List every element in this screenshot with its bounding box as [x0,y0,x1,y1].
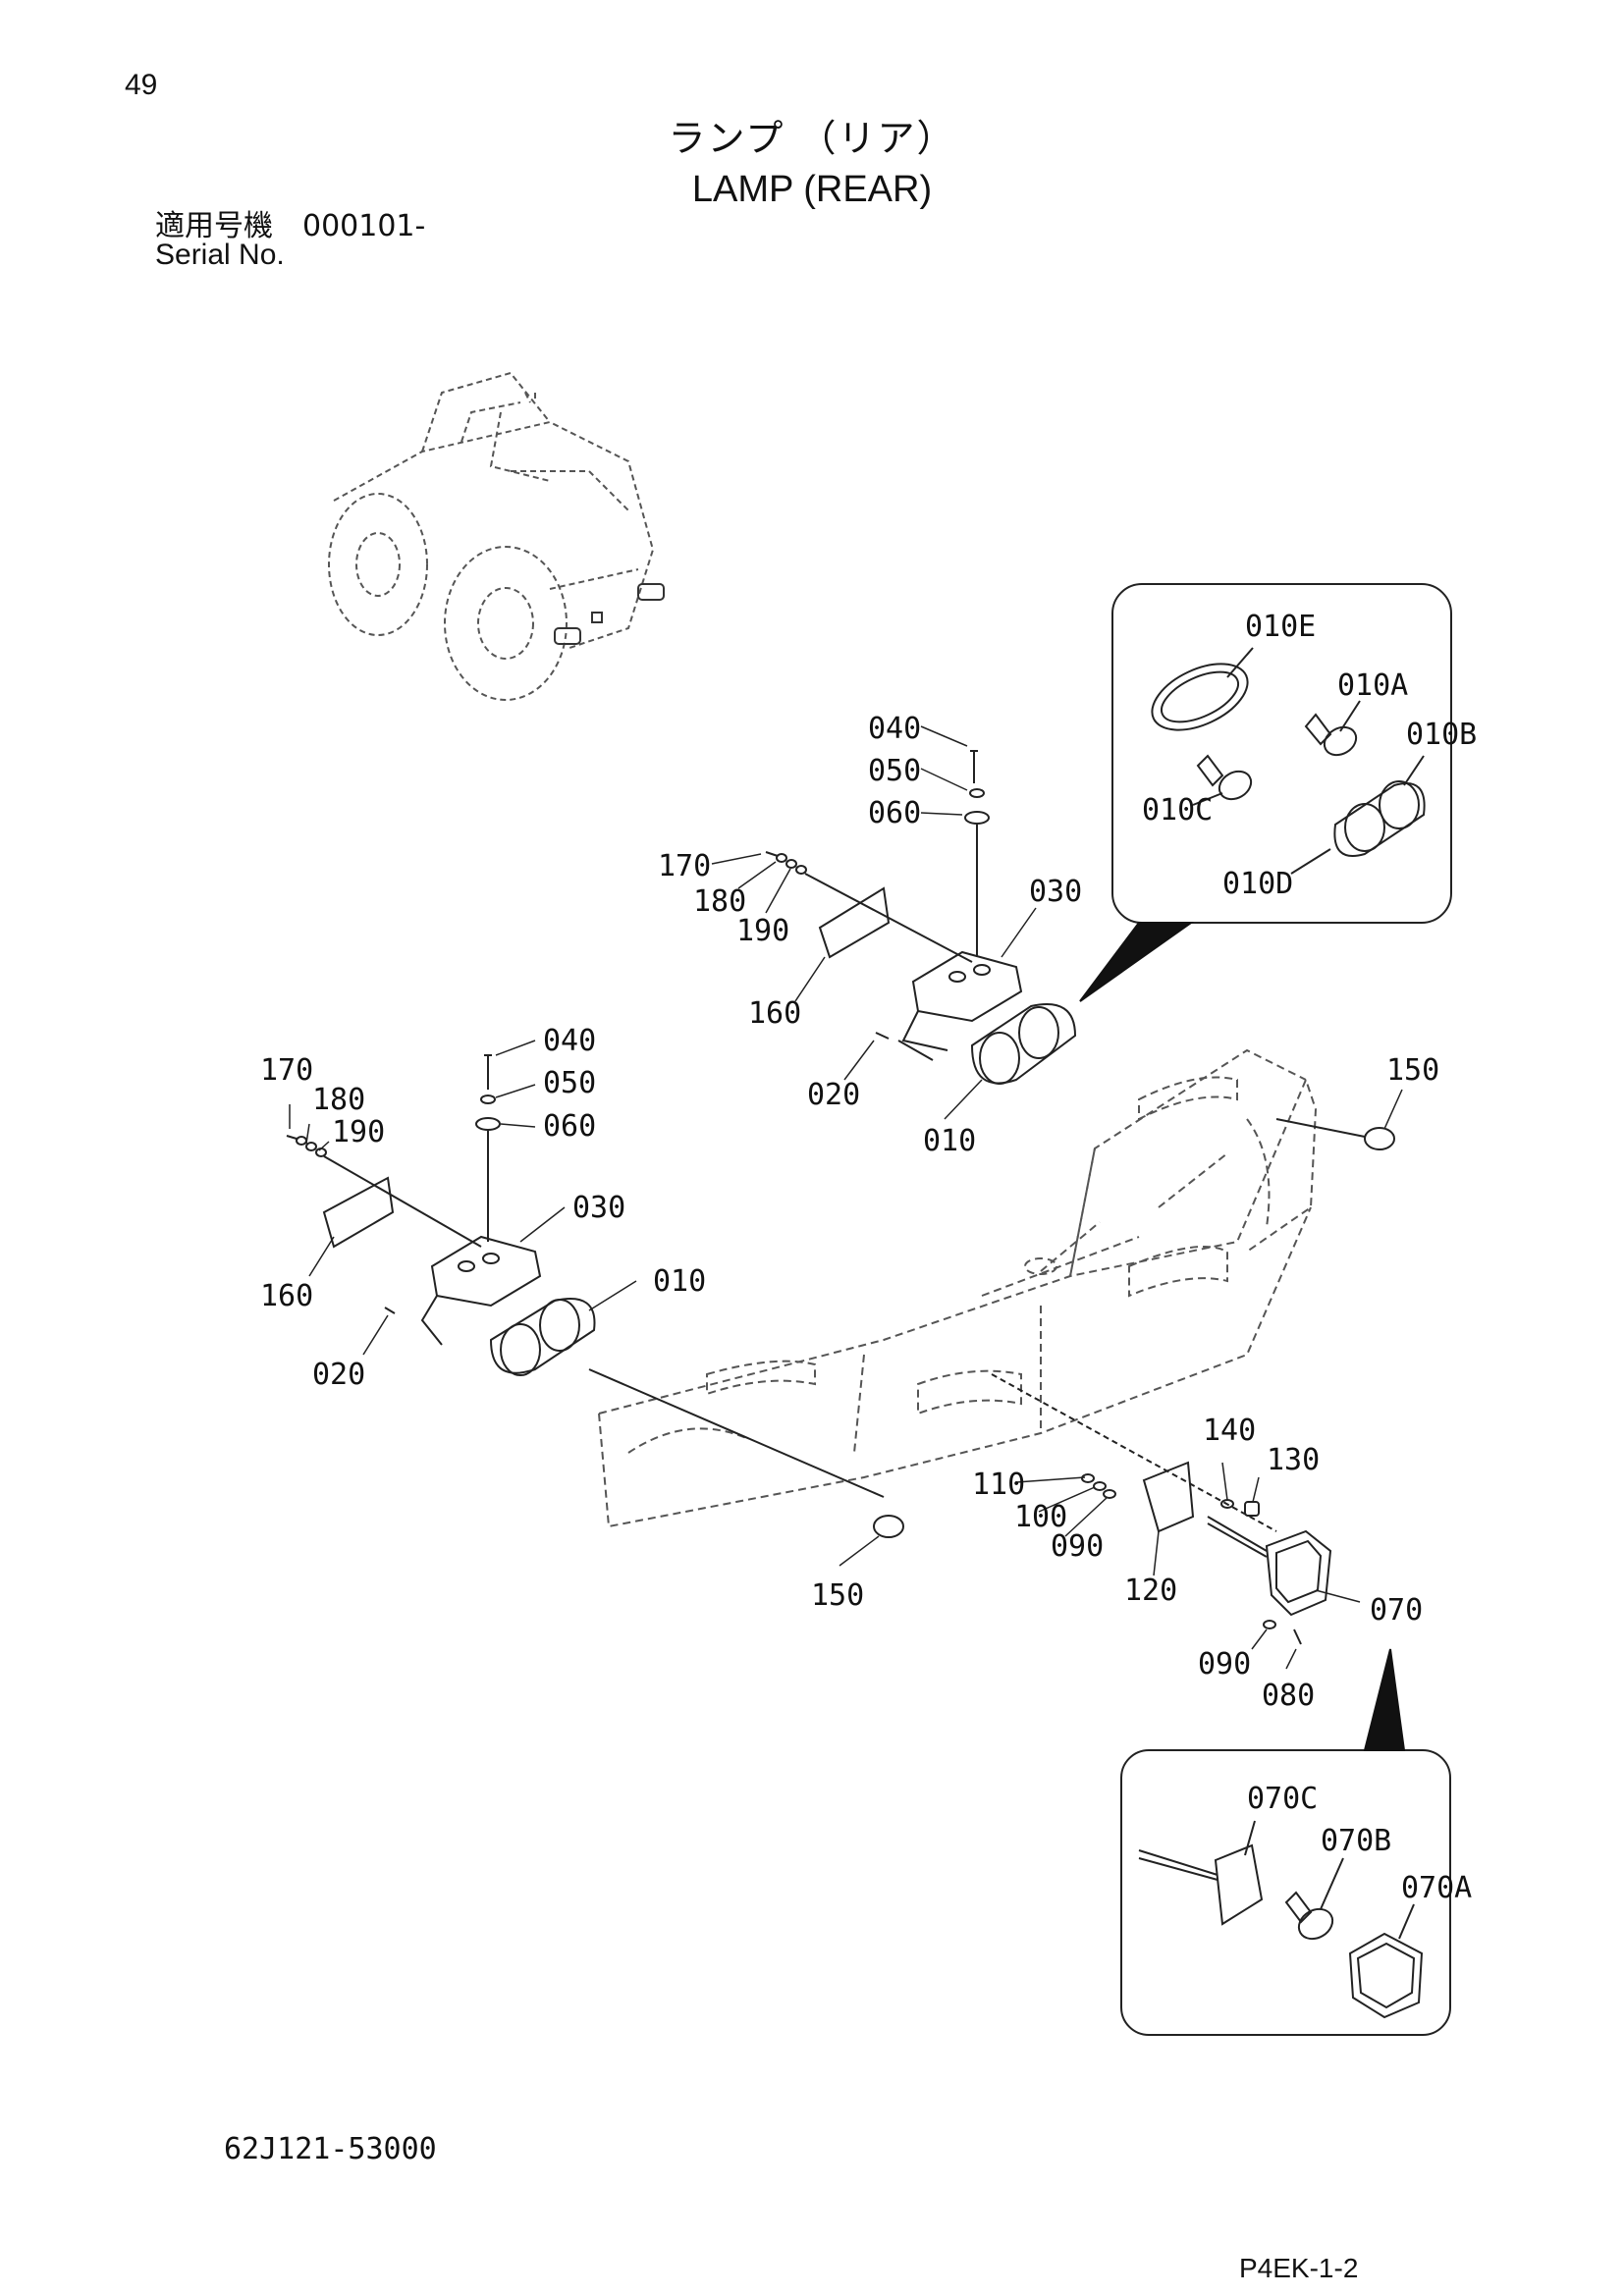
bulb-070B-icon [1284,1891,1334,1941]
callout-170-upper: 170 [658,849,711,883]
callout-070: 070 [1370,1593,1423,1628]
screw-020-upper [875,1032,890,1040]
callout-060-lower: 060 [543,1109,596,1144]
lamp-010-upper [970,1003,1077,1085]
bolt-040-lower [484,1054,492,1090]
rear-weight-bumper [598,1048,1318,1528]
callout-070C: 070C [1247,1782,1318,1816]
callout-010B: 010B [1406,718,1477,752]
bracket-120 [1142,1461,1195,1533]
cap-150-left [873,1515,904,1538]
detail-bubble-070 [1120,1648,1451,2036]
bulb-010A-icon [1304,713,1358,757]
screws-170-190-upper [765,851,807,875]
callout-090-upper: 090 [1051,1529,1104,1564]
plate-160-lower [322,1176,395,1249]
callout-050-lower: 050 [543,1066,596,1100]
leader-lines [289,725,1403,1670]
detail-bubble-010 [1079,583,1452,1002]
grommet-130 [1244,1501,1260,1517]
callout-010C: 010C [1142,793,1213,828]
callout-120: 120 [1124,1574,1177,1608]
washer-090-lower [1263,1620,1276,1629]
callout-150-right: 150 [1386,1053,1439,1088]
page-number: 49 [125,69,158,101]
lens-010E-icon [1151,663,1249,731]
screw-020-lower [384,1307,396,1314]
callout-010-upper: 010 [923,1124,976,1158]
callout-190-lower: 190 [332,1115,385,1149]
callout-030-lower: 030 [572,1191,625,1225]
callout-160-upper: 160 [748,996,801,1031]
callout-170-lower: 170 [260,1053,313,1088]
washer-050-upper [969,788,985,798]
lower-lamp-assembly [286,1054,885,1498]
document-number: 62J121-53000 [224,2132,437,2166]
serial-label-english: Serial No. [155,239,285,271]
callout-180-upper: 180 [693,884,746,919]
serial-label-japanese: 適用号機 000101- [155,209,426,243]
thumbnail-rear-lamps [554,583,665,645]
callout-010-lower: 010 [653,1264,706,1299]
callout-labels: 010E 010A 010B 010C 010D 040 050 060 170… [260,610,1477,1905]
callout-040-lower: 040 [543,1024,596,1058]
washer-060-lower [475,1117,501,1131]
callout-010D: 010D [1222,867,1293,901]
title-english: LAMP (REAR) [691,169,933,210]
lamp-010-lower [489,1298,596,1376]
callout-160-lower: 160 [260,1279,313,1313]
callout-040-upper: 040 [868,712,921,746]
callout-020-upper: 020 [807,1078,860,1112]
washer-050-lower [480,1095,496,1104]
page-code: P4EK-1-2 [1239,2253,1359,2283]
callout-080: 080 [1262,1679,1315,1713]
callout-100: 100 [1014,1500,1067,1534]
housing-010D-icon [1333,780,1426,857]
callout-180-lower: 180 [312,1083,365,1117]
callout-020-lower: 020 [312,1358,365,1392]
washer-100 [1093,1481,1107,1491]
lens-070A-icon [1348,1932,1424,2019]
callout-070B: 070B [1321,1824,1391,1858]
cap-150-right [1364,1127,1395,1150]
callout-050-upper: 050 [868,754,921,788]
washer-090 [1103,1489,1116,1499]
washer-060-upper [964,811,990,825]
callout-030-upper: 030 [1029,875,1082,909]
socket-070C-icon [1138,1843,1264,1926]
callout-090-lower: 090 [1198,1647,1251,1682]
callout-130: 130 [1267,1443,1320,1477]
bracket-030-upper [911,950,1023,1023]
bolt-040-upper [970,750,978,783]
bracket-030-lower [430,1235,542,1308]
callout-010A: 010A [1337,668,1408,703]
callout-150-left: 150 [811,1578,864,1613]
lamp-070 [1265,1529,1332,1617]
upper-lamp-assembly [765,750,1077,1085]
callout-190-upper: 190 [736,914,789,948]
tractor-overview-thumbnail [328,371,655,701]
title-japanese: ランプ （リア） [668,117,956,160]
screw-080 [1293,1629,1302,1645]
callout-010E: 010E [1245,610,1316,644]
callout-140: 140 [1203,1414,1256,1448]
plate-160-upper [818,886,891,959]
callout-110: 110 [972,1468,1025,1502]
callout-060-upper: 060 [868,796,921,830]
nut-110 [1081,1473,1095,1483]
callout-070A: 070A [1401,1871,1472,1905]
